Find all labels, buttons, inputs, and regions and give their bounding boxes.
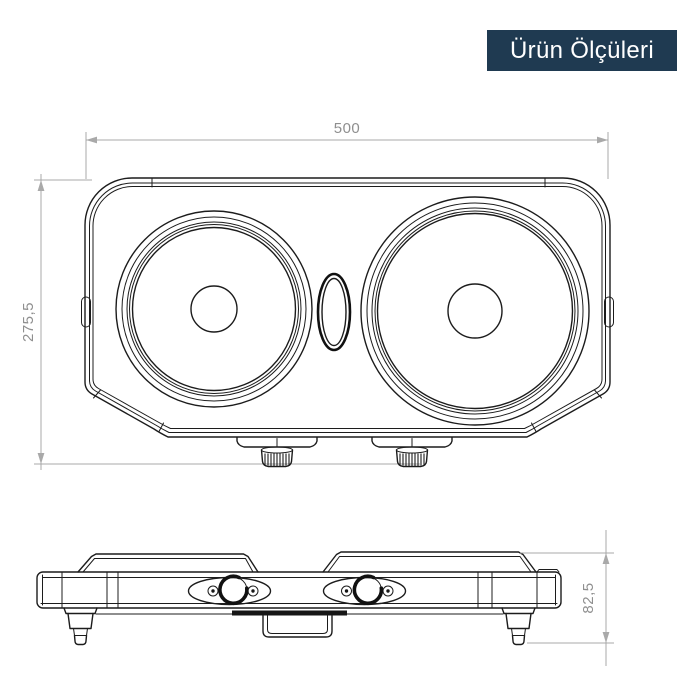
bottom-center-assembly: [232, 610, 347, 638]
indicator-dot: [344, 589, 349, 593]
indicator-dot: [251, 589, 255, 593]
body-band: [36, 571, 562, 609]
foot-step: [511, 628, 526, 636]
right-control-knob-top: [371, 436, 453, 468]
left-control-panel: [187, 574, 272, 606]
knob-top-rim: [261, 446, 293, 454]
dim-arrow-bottom: [602, 632, 610, 643]
product-dimensions-badge: Ürün Ölçüleri: [487, 30, 677, 71]
burner-ring: [360, 196, 590, 426]
width-value: 500: [334, 120, 361, 137]
dome-outline: [77, 553, 259, 573]
burner-ring: [376, 212, 574, 410]
center-oval: [316, 272, 352, 352]
rim-seams: [93, 178, 602, 432]
height-value: 275,5: [20, 302, 37, 342]
foot-collar: [63, 607, 98, 615]
dome-inner: [327, 556, 532, 573]
dim-arrow-top: [37, 180, 45, 191]
foot-collar: [501, 607, 536, 615]
dim-arrow-top: [602, 553, 610, 564]
dome-outline: [322, 551, 537, 573]
control-knob-front: [352, 574, 384, 606]
bottom-box-outer: [262, 614, 333, 638]
dim-arrow-left: [86, 136, 97, 144]
knob-cup: [260, 449, 294, 468]
knob-top-rim: [396, 446, 428, 454]
right-foot: [501, 607, 536, 646]
burner-ring: [126, 221, 302, 397]
height-dimension: 275,5: [20, 174, 420, 470]
hotplate-body-top: [81, 177, 614, 438]
left-control-knob-top: [236, 436, 318, 468]
foot-block: [505, 612, 532, 630]
left-burner: [115, 210, 313, 408]
hotplate-body-front: [36, 569, 562, 615]
depth-dimension: 82,5: [520, 530, 614, 666]
right-side-clip: [604, 296, 614, 328]
burner-ring: [129, 224, 299, 394]
right-control-panel: [322, 574, 407, 606]
endcap-lip: [536, 569, 560, 573]
knob-cup: [395, 449, 429, 468]
foot-pad: [73, 634, 88, 646]
right-burner-dome: [322, 551, 537, 573]
burner-ring: [131, 226, 297, 392]
burner-ring: [371, 207, 579, 415]
oval-outer: [316, 272, 352, 352]
left-burner-dome: [77, 553, 259, 573]
body-outline-inner: [92, 185, 603, 429]
foot-pad: [511, 634, 526, 646]
dim-arrow-right: [597, 136, 608, 144]
indicator-dot: [386, 589, 390, 593]
left-side-clip: [81, 296, 91, 328]
burner-center: [190, 285, 238, 333]
knurl-lines: [399, 453, 425, 466]
foot-step: [73, 628, 88, 636]
foot-block: [67, 612, 94, 630]
dome-inner: [82, 558, 254, 573]
top-view: 500 275,5: [20, 120, 614, 470]
burner-center: [447, 283, 503, 339]
indicator-light: [341, 585, 352, 597]
burner-ring: [121, 216, 307, 402]
indicator-dot: [211, 589, 215, 593]
bottom-box-inner: [267, 615, 328, 634]
burner-ring: [374, 210, 576, 412]
width-dimension: 500: [85, 120, 609, 179]
body-outline-outer: [84, 177, 611, 438]
right-burner: [360, 196, 590, 426]
body-outline-mid: [89, 182, 606, 433]
left-foot: [63, 607, 98, 646]
control-knob-front: [218, 574, 249, 606]
depth-value: 82,5: [580, 582, 597, 613]
burner-ring: [366, 202, 584, 420]
badge-label: Ürün Ölçüleri: [510, 36, 654, 64]
oval-inner: [321, 277, 347, 347]
burner-ring: [115, 210, 313, 408]
indicator-light: [207, 585, 219, 597]
dim-arrow-bottom: [37, 453, 45, 464]
front-view: 82,5: [36, 530, 614, 666]
bottom-flange: [232, 610, 347, 616]
knurl-lines: [264, 453, 290, 466]
